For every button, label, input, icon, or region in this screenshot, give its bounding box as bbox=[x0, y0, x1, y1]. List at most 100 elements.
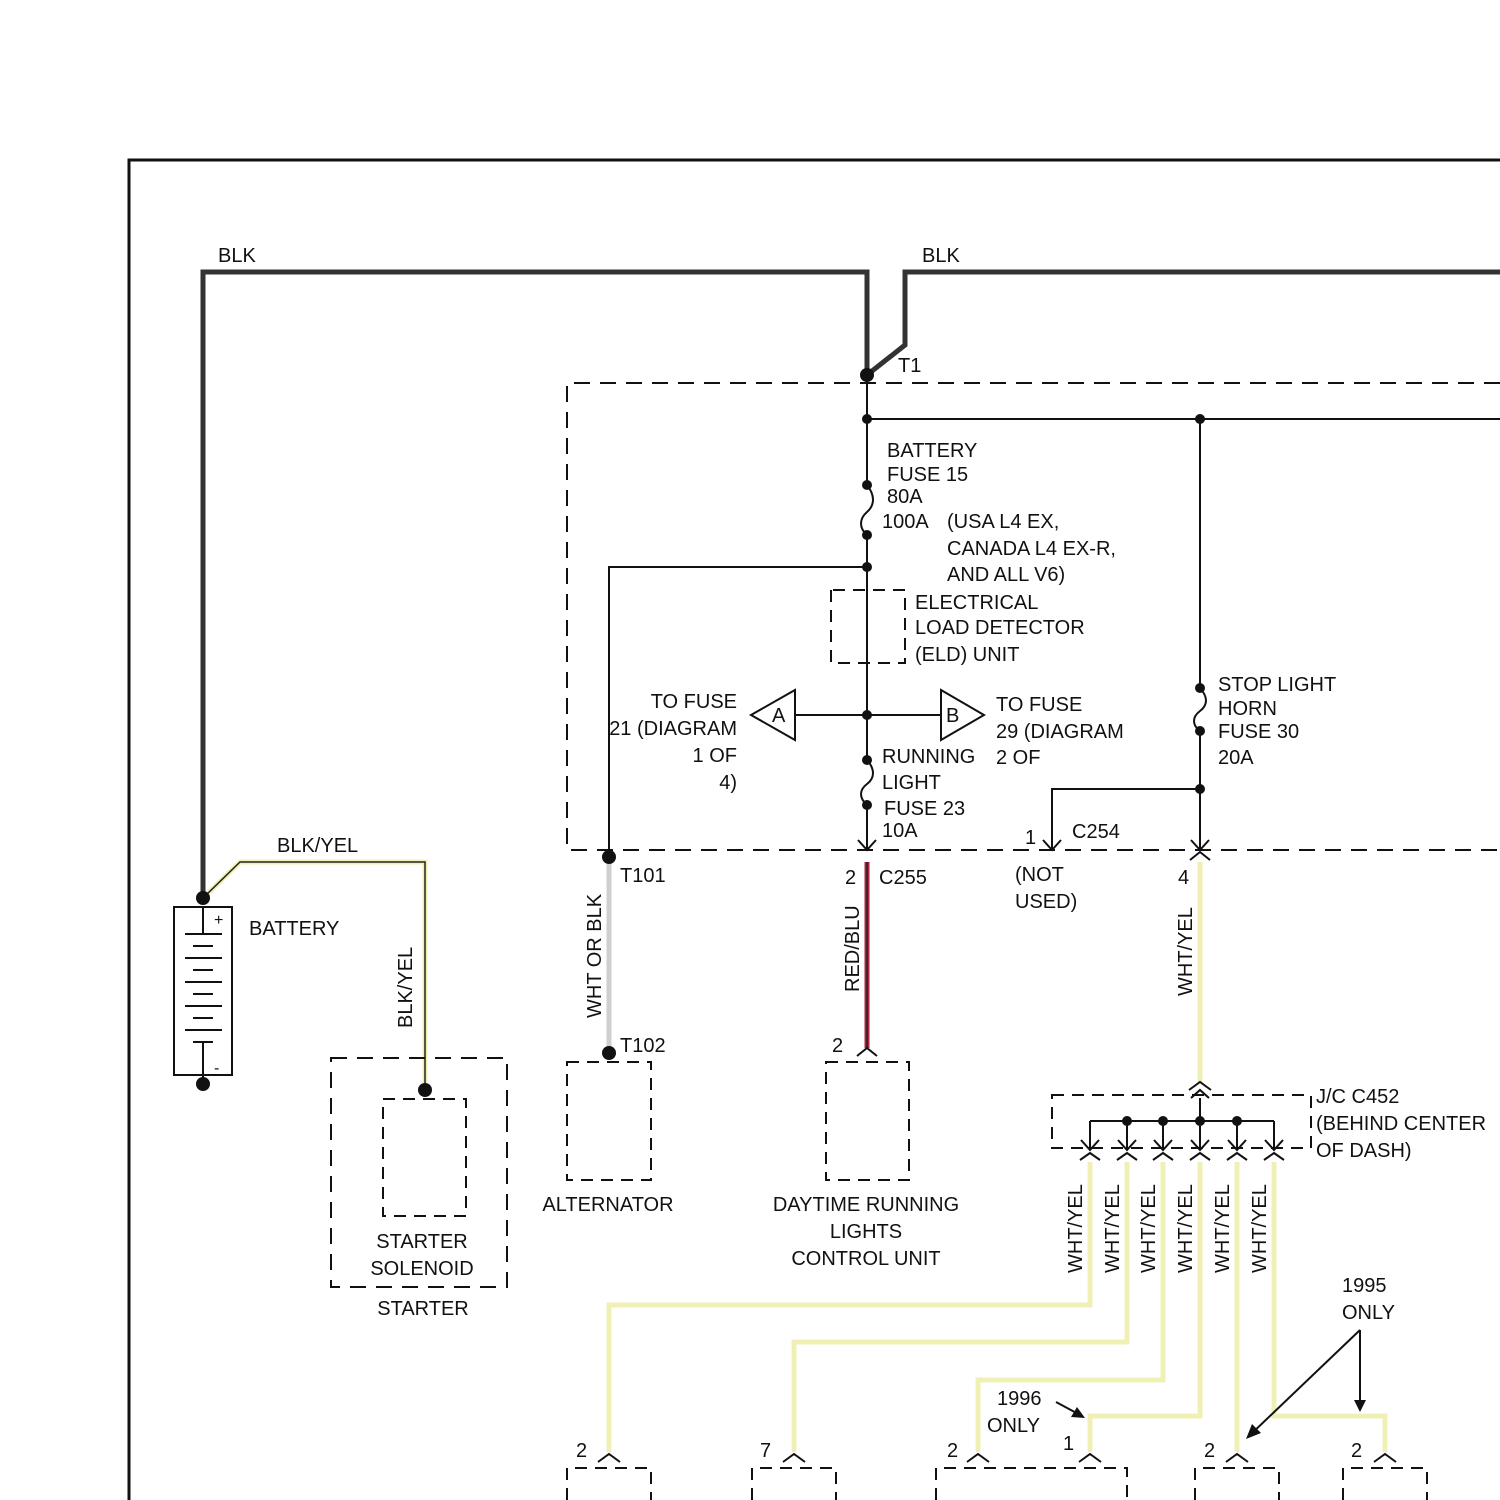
stop-fuse-symbol bbox=[1194, 688, 1206, 731]
note-1996-arrowhead bbox=[1071, 1407, 1085, 1418]
battery-fuse-symbol bbox=[861, 485, 873, 535]
bottom-pin-3: 2 bbox=[947, 1440, 958, 1462]
battery-fuse-note-2: CANADA L4 EX-R, bbox=[947, 538, 1116, 560]
stop-fuse-label-1: STOP LIGHT bbox=[1218, 674, 1336, 696]
battery-negative-dot bbox=[196, 1077, 210, 1091]
c255-label: C255 bbox=[879, 867, 927, 889]
jc-node-3 bbox=[1195, 1116, 1205, 1126]
wire-label-blkyel: BLK/YEL bbox=[277, 835, 358, 857]
wire-label-wht-or-blk: WHT OR BLK bbox=[584, 893, 606, 1018]
battery-fuse-label-3: 80A bbox=[887, 486, 923, 508]
stop-fuse-label-4: 20A bbox=[1218, 747, 1254, 769]
stop-fuse-label-2: HORN bbox=[1218, 698, 1277, 720]
c254-label: C254 bbox=[1072, 821, 1120, 843]
to-fuse-b-letter: B bbox=[946, 705, 959, 727]
running-fuse-label-1: RUNNING bbox=[882, 746, 975, 768]
c254-pin1-label: 1 bbox=[1025, 827, 1036, 849]
bottom-connector-hoods bbox=[598, 1454, 1396, 1462]
battery-label: BATTERY bbox=[249, 918, 339, 940]
note-1995-arrowhead-down bbox=[1354, 1400, 1366, 1412]
wire-label-branch-5: WHT/YEL bbox=[1212, 1184, 1234, 1273]
note-1995-arrow-left bbox=[1248, 1330, 1360, 1437]
drl-label-3: CONTROL UNIT bbox=[791, 1248, 940, 1270]
running-fuse-symbol bbox=[861, 760, 873, 805]
to-fuse-b-label-2: 29 (DIAGRAM bbox=[996, 721, 1124, 743]
wire-label-branch-3: WHT/YEL bbox=[1138, 1184, 1160, 1273]
to-fuse-a-label-4: 4) bbox=[719, 772, 737, 794]
wire-label-wht-yel-main: WHT/YEL bbox=[1175, 907, 1197, 996]
terminal-t102-label: T102 bbox=[620, 1035, 666, 1057]
jc-label-3: OF DASH) bbox=[1316, 1140, 1412, 1162]
to-fuse-b-label-3: 2 OF bbox=[996, 747, 1040, 769]
eld-label-1: ELECTRICAL bbox=[915, 592, 1038, 614]
wire-blkyel-core bbox=[203, 862, 425, 1088]
to-fuse-b-label-1: TO FUSE bbox=[996, 694, 1082, 716]
diagram-frame bbox=[129, 160, 1500, 1500]
terminal-t1-label: T1 bbox=[898, 355, 921, 377]
note-1995-line-2: ONLY bbox=[1342, 1302, 1395, 1324]
drl-connector-hood bbox=[857, 1048, 877, 1056]
drl-unit-box bbox=[826, 1062, 909, 1180]
bottom-component-boxes bbox=[567, 1468, 1427, 1500]
c254-pin4-label: 4 bbox=[1178, 867, 1189, 889]
bottom-pin-2: 7 bbox=[760, 1440, 771, 1462]
battery-cells bbox=[185, 907, 222, 1084]
not-used-label-2: USED) bbox=[1015, 891, 1077, 913]
wire-label-blkyel-vert: BLK/YEL bbox=[395, 947, 417, 1028]
eld-label-3: (ELD) UNIT bbox=[915, 644, 1019, 666]
running-fuse-label-2: LIGHT bbox=[882, 772, 941, 794]
jc-node-4 bbox=[1232, 1116, 1242, 1126]
jc-label-1: J/C C452 bbox=[1316, 1086, 1399, 1108]
drl-label-1: DAYTIME RUNNING bbox=[773, 1194, 959, 1216]
c255-pin-label: 2 bbox=[845, 867, 856, 889]
wire-label-branch-6: WHT/YEL bbox=[1249, 1184, 1271, 1273]
wire-blkyel bbox=[203, 862, 425, 1088]
wire-to-alternator-feed bbox=[609, 567, 867, 857]
terminal-t102-dot bbox=[602, 1046, 616, 1060]
jc-node-2 bbox=[1158, 1116, 1168, 1126]
wire-label-blk-right: BLK bbox=[922, 245, 960, 267]
bottom-pin-6: 2 bbox=[1351, 1440, 1362, 1462]
starter-solenoid-label-1: STARTER bbox=[376, 1231, 468, 1253]
bottom-pin-1: 2 bbox=[576, 1440, 587, 1462]
to-fuse-a-label-1: TO FUSE bbox=[651, 691, 737, 713]
terminal-t101-label: T101 bbox=[620, 865, 666, 887]
wire-label-branch-1: WHT/YEL bbox=[1065, 1184, 1087, 1273]
battery-fuse-label-1: BATTERY bbox=[887, 440, 977, 462]
to-fuse-a-letter: A bbox=[772, 705, 786, 727]
c254-male-hood bbox=[1190, 852, 1210, 860]
battery-positive-dot bbox=[196, 891, 210, 905]
wire-blk-right bbox=[867, 272, 1500, 375]
note-1996-line-1: 1996 bbox=[997, 1388, 1042, 1410]
terminal-t101-dot bbox=[602, 850, 616, 864]
note-1995-line-1: 1995 bbox=[1342, 1275, 1387, 1297]
jc-bus bbox=[1090, 1098, 1274, 1150]
wire-label-blk-left: BLK bbox=[218, 245, 256, 267]
battery-fuse-note-1: (USA L4 EX, bbox=[947, 511, 1059, 533]
eld-label-2: LOAD DETECTOR bbox=[915, 617, 1085, 639]
jc-output-hoods bbox=[1080, 1153, 1284, 1160]
starter-solenoid-label-2: SOLENOID bbox=[370, 1258, 473, 1280]
drl-pin-label: 2 bbox=[832, 1035, 843, 1057]
running-fuse-label-3: FUSE 23 bbox=[884, 798, 965, 820]
bottom-pin-5: 2 bbox=[1204, 1440, 1215, 1462]
jc-label-2: (BEHIND CENTER bbox=[1316, 1113, 1486, 1135]
jc-node-1 bbox=[1122, 1116, 1132, 1126]
wire-label-branch-2: WHT/YEL bbox=[1102, 1184, 1124, 1273]
wire-blk-battery bbox=[203, 272, 867, 898]
battery-fuse-label-4: 100A bbox=[882, 511, 929, 533]
bus-node-left bbox=[862, 414, 872, 424]
starter-label: STARTER bbox=[377, 1298, 469, 1320]
note-1996-line-2: ONLY bbox=[987, 1415, 1040, 1437]
battery-fuse-label-2: FUSE 15 bbox=[887, 464, 968, 486]
running-fuse-label-4: 10A bbox=[882, 820, 918, 842]
wire-label-branch-4: WHT/YEL bbox=[1175, 1184, 1197, 1273]
bottom-pin-4: 1 bbox=[1063, 1433, 1074, 1455]
to-fuse-a-label-3: 1 OF bbox=[693, 745, 737, 767]
battery-minus-sign: - bbox=[214, 1060, 219, 1077]
not-used-label-1: (NOT bbox=[1015, 864, 1064, 886]
battery-plus-sign: + bbox=[214, 912, 223, 929]
wire-label-red-blu: RED/BLU bbox=[842, 905, 864, 992]
starter-solenoid-terminal bbox=[418, 1083, 432, 1097]
